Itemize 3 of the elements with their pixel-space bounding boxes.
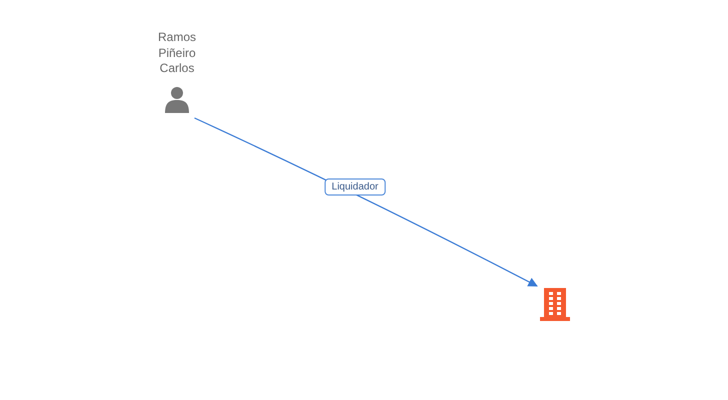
person-name: Ramos Piñeiro Carlos [156, 30, 197, 76]
edge-label: Liquidador [324, 178, 386, 196]
arrow [194, 117, 538, 287]
